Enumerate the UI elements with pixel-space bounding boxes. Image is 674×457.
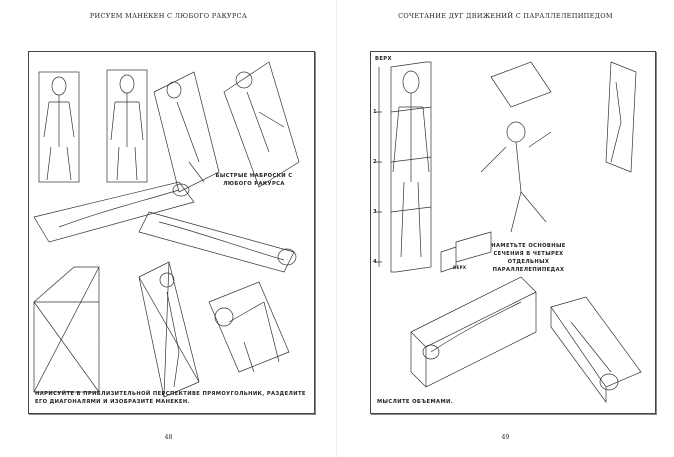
callout-sections: НАМЕТЬТЕ ОСНОВНЫЕ СЕЧЕНИЯ В ЧЕТЫРЕХ ОТДЕ… <box>491 243 566 273</box>
left-page: РИСУЕМ МАНЕКЕН С ЛЮБОГО РАКУРСА БЫСТРЫЕ … <box>28 12 315 441</box>
ruler-mark-2: 2 <box>373 159 378 165</box>
running-head: РИСУЕМ МАНЕКЕН С ЛЮБОГО РАКУРСА <box>89 12 248 20</box>
label-top: ВЕРХ <box>375 56 392 62</box>
ruler-mark-4: 4 <box>373 259 378 265</box>
standing-box-figure <box>390 61 432 273</box>
mannequin-parallelepiped-sketches <box>376 61 642 404</box>
callout-quick-sketches: БЫСТРЫЕ НАБРОСКИ С ЛЮБОГО РАКУРСА <box>215 173 293 187</box>
standing-figures <box>38 61 300 193</box>
ruler-mark-1: 1 <box>373 109 378 115</box>
running-head: СОЧЕТАНИЕ ДУГ ДВИЖЕНИЙ С ПАРАЛЛЕЛЕПИПЕДО… <box>398 12 613 20</box>
lying-box-figures <box>410 276 642 404</box>
perspective-figures <box>33 261 290 398</box>
label-top-small: ВЕРХ <box>453 265 467 270</box>
mannequin-sketches <box>33 61 300 398</box>
running-figure <box>480 61 637 233</box>
ruler-mark-3: 3 <box>373 209 378 215</box>
page-number: 48 <box>164 434 173 441</box>
right-page: СОЧЕТАНИЕ ДУГ ДВИЖЕНИЙ С ПАРАЛЛЕЛЕПИПЕДО… <box>337 0 674 457</box>
page-number: 49 <box>501 434 510 441</box>
caption: МЫСЛИТЕ ОБЪЕМАМИ. <box>377 399 454 405</box>
ruler <box>376 67 382 267</box>
caption: НАРИСУЙТЕ В ПРИБЛИЗИТЕЛЬНОЙ ПЕРСПЕКТИВЕ … <box>35 391 306 405</box>
small-boxes <box>440 231 492 273</box>
illustration-frame: БЫСТРЫЕ НАБРОСКИ С ЛЮБОГО РАКУРСА НАРИСУ… <box>28 51 315 414</box>
book-spine <box>336 0 337 457</box>
illustration-frame: ВЕРХ 1 2 3 4 ВЕРХ НАМЕТЬТЕ ОСНОВНЫЕ СЕЧЕ… <box>370 51 656 414</box>
lying-figures <box>33 181 297 273</box>
